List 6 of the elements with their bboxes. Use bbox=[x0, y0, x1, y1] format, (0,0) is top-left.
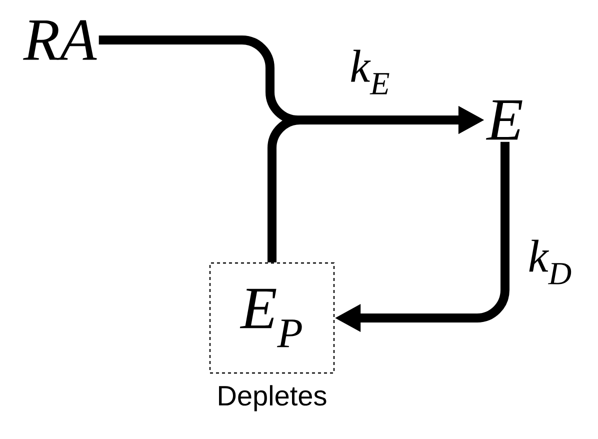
edge-label: k$_{D}$ bbox=[529, 240, 572, 284]
node-label: E bbox=[486, 100, 522, 140]
dashed-box: E$_{P}$ bbox=[209, 262, 335, 374]
caption-text: Depletes bbox=[219, 385, 326, 412]
edge-label: k$_{E}$ bbox=[351, 50, 390, 94]
node-label: RA bbox=[23, 20, 97, 60]
